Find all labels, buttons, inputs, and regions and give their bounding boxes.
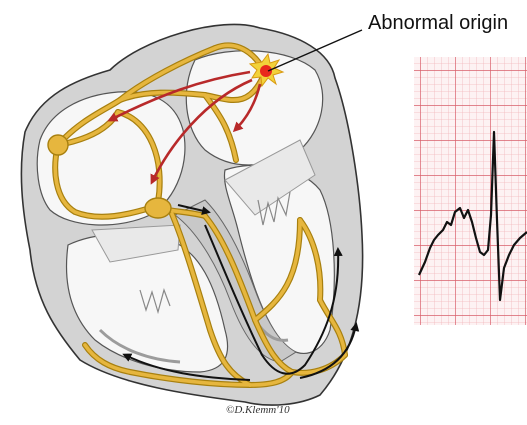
ecg-strip xyxy=(414,57,527,325)
right-atrium xyxy=(36,91,186,226)
sa-node xyxy=(47,134,69,156)
right-ventricle-arrow xyxy=(122,353,251,381)
impulse-arrow-to-sa xyxy=(107,70,251,122)
ventricular-activation-arrows xyxy=(122,204,360,381)
left-ventricle xyxy=(223,164,335,354)
artist-credit: ©D.Klemm'10 xyxy=(226,404,290,416)
left-ventricle-arrow xyxy=(299,322,360,379)
septal-activation-arrow xyxy=(177,204,211,216)
interventricular-septum xyxy=(174,199,298,363)
tricuspid-valve xyxy=(91,224,181,263)
ecg-trace xyxy=(418,130,527,302)
av-node xyxy=(144,197,172,219)
mitral-leaflets xyxy=(257,191,291,226)
impulse-arrow-to-av xyxy=(150,78,253,185)
septal-descending-arrow xyxy=(204,224,343,375)
abnormal-origin-label: Abnormal origin xyxy=(368,12,509,34)
tricuspid-leaflets xyxy=(139,288,171,315)
ectopic-impulse-arrows xyxy=(107,70,262,185)
impulse-arrow-to-la xyxy=(232,83,262,133)
label-leader-line xyxy=(267,29,363,72)
mitral-valve xyxy=(224,139,316,216)
ectopic-focus xyxy=(248,52,285,88)
